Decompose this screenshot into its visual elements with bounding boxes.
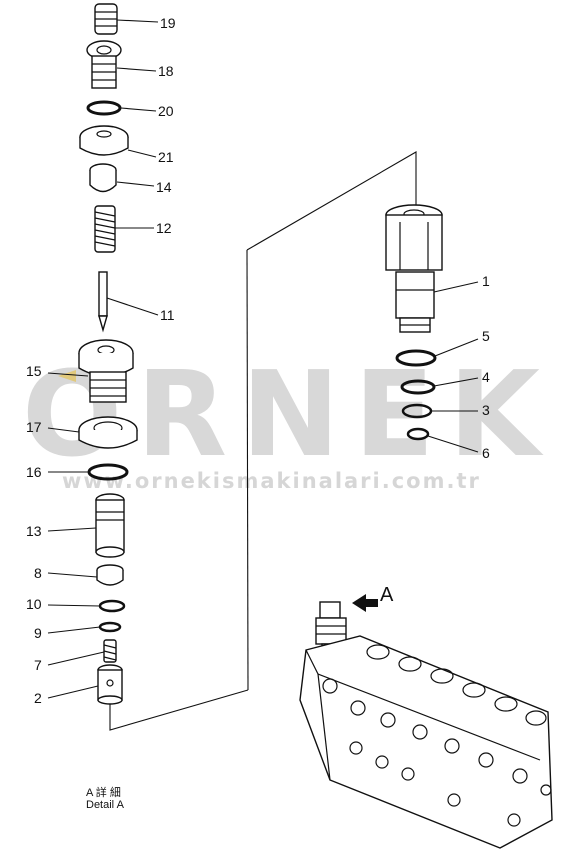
callout-11: 11	[160, 307, 175, 323]
callout-16: 16	[26, 464, 42, 480]
part-4-backup-ring	[400, 379, 436, 395]
connection-lines	[109, 151, 417, 731]
part-15-valve-body	[58, 339, 134, 403]
callout-17: 17	[26, 419, 42, 435]
callout-13: 13	[26, 523, 42, 539]
part-19-plug	[94, 3, 118, 35]
part-20-o-ring	[86, 100, 122, 116]
part-8-plug	[96, 564, 124, 586]
detail-caption-en: Detail A	[86, 799, 125, 811]
leader-lines	[47, 19, 479, 699]
view-arrow-icon	[352, 594, 378, 612]
callout-21: 21	[158, 149, 174, 165]
part-9-o-ring	[98, 621, 122, 633]
part-2-poppet	[97, 664, 123, 705]
part-14-spring-seat	[89, 163, 117, 193]
watermark: ORNEK www.ornekismakinalari.com.tr	[22, 345, 540, 493]
watermark-url: www.ornekismakinalari.com.tr	[62, 469, 481, 493]
callout-7: 7	[34, 657, 42, 673]
callout-18: 18	[158, 63, 174, 79]
callout-14: 14	[156, 179, 172, 195]
part-18-adjusting-screw	[86, 40, 122, 89]
part-21-nut	[79, 125, 129, 156]
detail-caption: A 詳 細 Detail A	[86, 785, 125, 811]
view-marker-label: A	[380, 584, 394, 606]
part-7-spring	[103, 639, 117, 663]
callout-20: 20	[158, 103, 174, 119]
callout-3: 3	[482, 402, 490, 418]
callout-12: 12	[156, 220, 172, 236]
detail-caption-jp: A 詳 細	[86, 785, 121, 799]
part-13-sleeve	[95, 493, 125, 558]
part-6-backup-ring	[406, 427, 430, 441]
callout-19: 19	[160, 15, 176, 31]
part-5-o-ring	[395, 349, 437, 367]
callout-labels: 19 18 20 21 14 12 11 15 17 16 13 8 10 9 …	[26, 15, 490, 706]
callout-9: 9	[34, 625, 42, 641]
callout-8: 8	[34, 565, 42, 581]
callout-1: 1	[482, 273, 490, 289]
control-valve-block: A	[299, 584, 553, 849]
callout-10: 10	[26, 596, 42, 612]
part-10-o-ring	[98, 599, 126, 613]
callout-5: 5	[482, 328, 490, 344]
part-12-spring	[94, 205, 116, 253]
callout-4: 4	[482, 369, 490, 385]
part-11-needle	[98, 271, 108, 333]
callout-15: 15	[26, 363, 42, 379]
callout-2: 2	[34, 690, 42, 706]
part-1-valve-assembly	[385, 204, 443, 333]
part-17-lock-nut	[78, 416, 138, 449]
callout-6: 6	[482, 445, 490, 461]
